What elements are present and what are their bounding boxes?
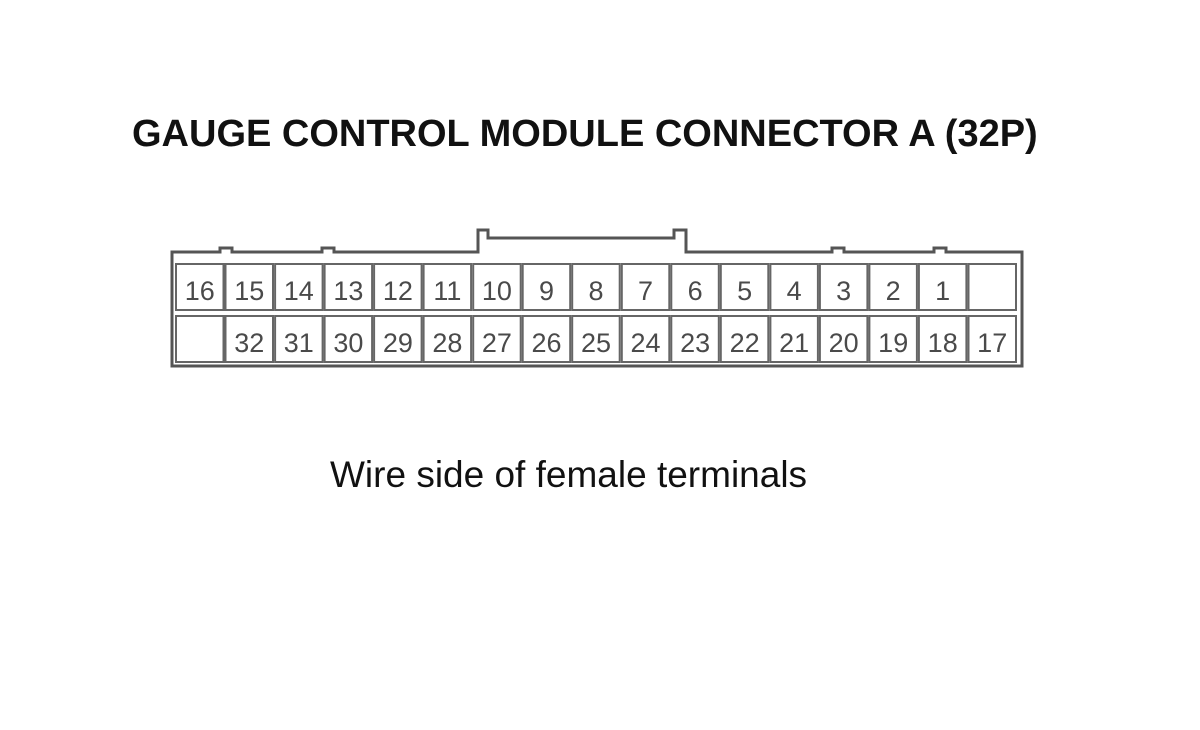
pin-label-14: 14 [284, 276, 314, 306]
pin-cell-18 [917, 315, 968, 363]
pin-cell-11 [422, 263, 473, 311]
pin-label-18: 18 [928, 328, 958, 358]
pin-label-32: 32 [234, 328, 264, 358]
pin-label-10: 10 [482, 276, 512, 306]
pin-cell-13 [323, 263, 374, 311]
pin-label-31: 31 [284, 328, 314, 358]
pin-label-29: 29 [383, 328, 413, 358]
pin-cell-9 [521, 263, 572, 311]
pin-cell-14 [274, 263, 324, 311]
pin-cell-10 [472, 263, 522, 311]
pin-cell-19 [868, 315, 918, 363]
pin-cell-21 [769, 315, 819, 363]
pin-label-13: 13 [333, 276, 363, 306]
pin-label-3: 3 [836, 276, 851, 306]
pin-label-27: 27 [482, 328, 512, 358]
pin-cell-1 [917, 263, 968, 311]
top-pin-row: 16 15 14 13 12 11 10 9 8 7 6 5 4 3 2 1 [175, 263, 1017, 311]
pin-cell-23 [670, 315, 720, 363]
pin-label-26: 26 [531, 328, 561, 358]
bottom-pin-row: 32 31 30 29 28 27 26 25 24 23 22 21 20 19 18 17 [175, 315, 1017, 363]
diagram-title: GAUGE CONTROL MODULE CONNECTOR A (32P) [132, 113, 1038, 155]
pin-label-17: 17 [977, 328, 1007, 358]
pin-label-22: 22 [730, 328, 760, 358]
pin-cell-28 [422, 315, 473, 363]
pin-cell-15 [224, 263, 274, 311]
pin-cell-17 [967, 315, 1017, 363]
pin-cell-3 [818, 263, 869, 311]
pin-label-23: 23 [680, 328, 710, 358]
pin-label-11: 11 [433, 276, 461, 306]
pin-label-9: 9 [539, 276, 554, 306]
pin-label-1: 1 [935, 276, 950, 306]
pin-cell-30 [323, 315, 374, 363]
pin-label-20: 20 [829, 328, 859, 358]
pin-cell-4 [769, 263, 819, 311]
pin-cell-20 [818, 315, 869, 363]
top-row-blank-cell [967, 263, 1017, 311]
pin-label-6: 6 [688, 276, 703, 306]
pin-cell-2 [868, 263, 918, 311]
pin-label-24: 24 [630, 328, 660, 358]
pin-label-25: 25 [581, 328, 611, 358]
pin-label-28: 28 [432, 328, 462, 358]
pin-label-4: 4 [787, 276, 802, 306]
pin-cell-25 [571, 315, 621, 363]
pin-label-2: 2 [886, 276, 901, 306]
pin-label-12: 12 [383, 276, 413, 306]
pin-label-16: 16 [185, 276, 215, 306]
pin-cell-7 [620, 263, 671, 311]
pin-cell-29 [373, 315, 423, 363]
pin-cell-22 [719, 315, 770, 363]
pin-label-8: 8 [588, 276, 603, 306]
pin-cell-24 [620, 315, 671, 363]
pin-label-5: 5 [737, 276, 752, 306]
pin-cell-5 [719, 263, 770, 311]
pin-label-15: 15 [234, 276, 264, 306]
pin-label-21: 21 [779, 328, 809, 358]
pin-label-30: 30 [333, 328, 363, 358]
pin-cell-8 [571, 263, 621, 311]
pin-cell-26 [521, 315, 572, 363]
pin-cell-6 [670, 263, 720, 311]
diagram-caption: Wire side of female terminals [330, 454, 808, 495]
pin-cell-32 [224, 315, 274, 363]
pin-cell-27 [472, 315, 522, 363]
pin-cell-31 [274, 315, 324, 363]
bottom-row-blank-cell [175, 315, 225, 363]
pin-cell-16 [175, 263, 225, 311]
pin-label-7: 7 [638, 276, 653, 306]
pin-cell-12 [373, 263, 423, 311]
pin-label-19: 19 [878, 328, 908, 358]
